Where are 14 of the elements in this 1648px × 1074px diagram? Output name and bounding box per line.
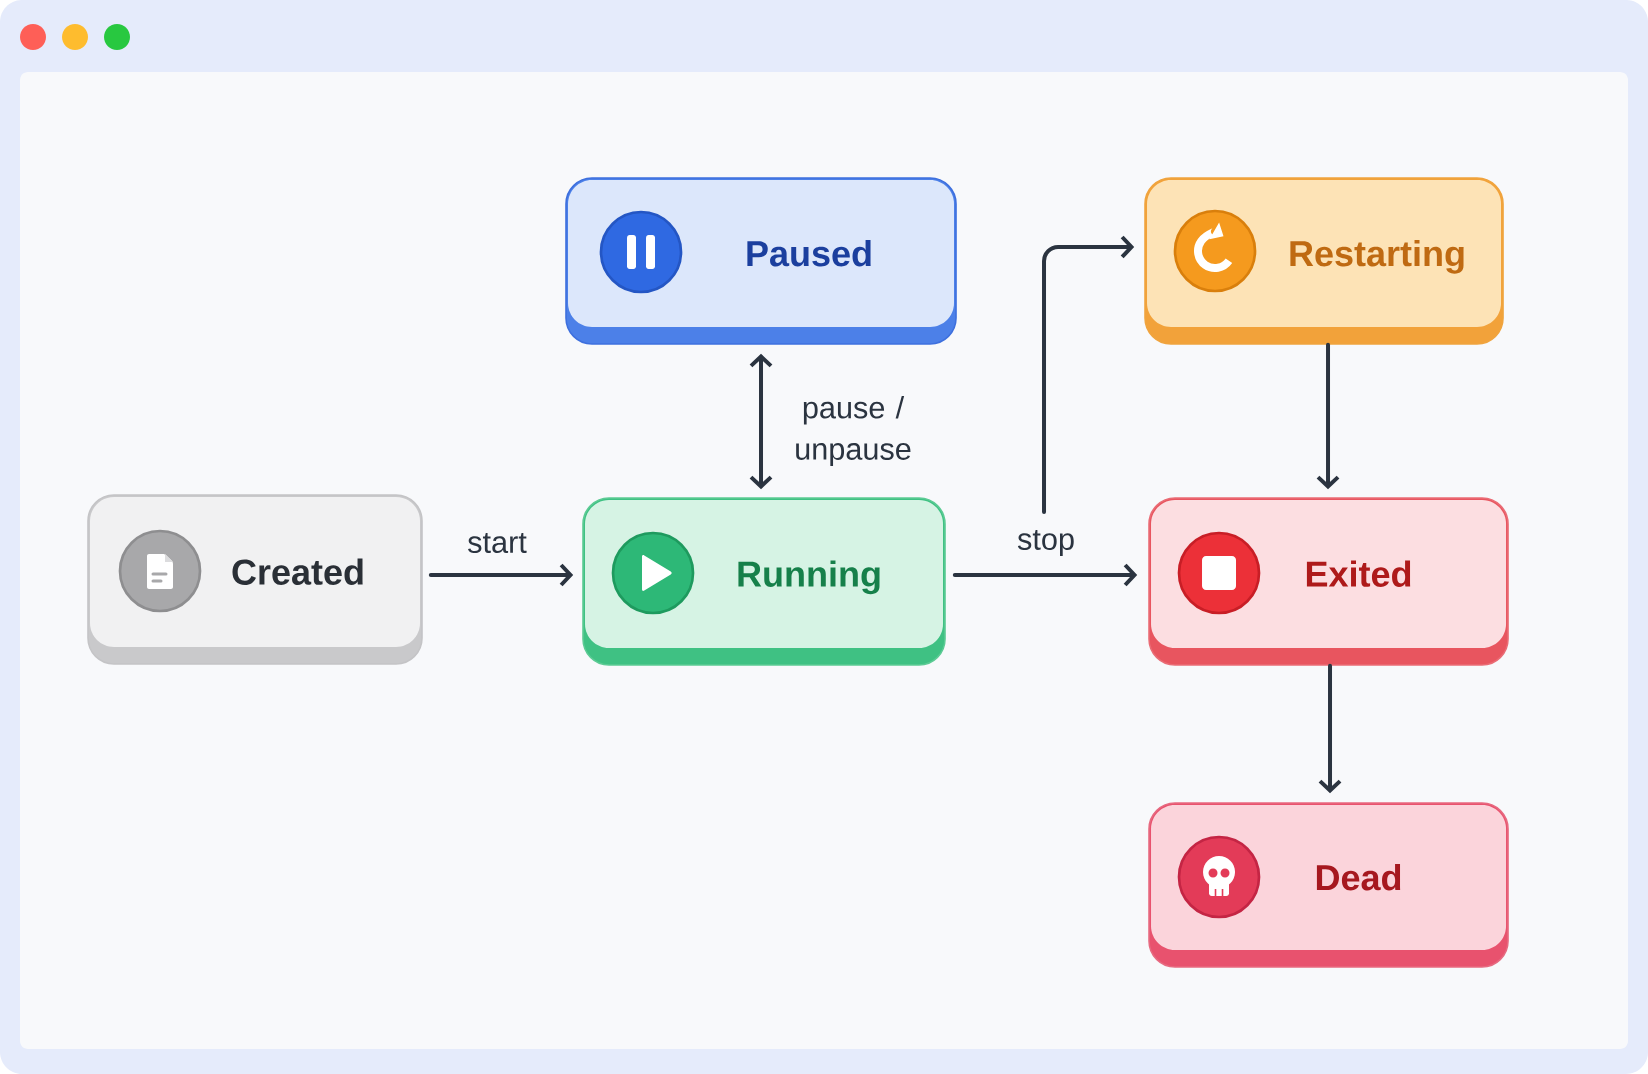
arrow — [428, 563, 574, 587]
state-box: Exited — [1148, 497, 1509, 666]
arrow — [1318, 663, 1342, 794]
edge-label: pause / unpause — [783, 393, 923, 469]
arrow — [1316, 342, 1340, 490]
state-box: Paused — [565, 177, 957, 345]
edge-label: start — [464, 530, 530, 556]
arrow — [749, 353, 773, 490]
arrow — [952, 563, 1138, 587]
state-box: Restarting — [1144, 177, 1504, 345]
arrow — [1042, 235, 1135, 514]
edge-label: stop — [1014, 527, 1078, 559]
state-box: Dead — [1148, 802, 1509, 968]
state-box: Running — [582, 497, 946, 666]
